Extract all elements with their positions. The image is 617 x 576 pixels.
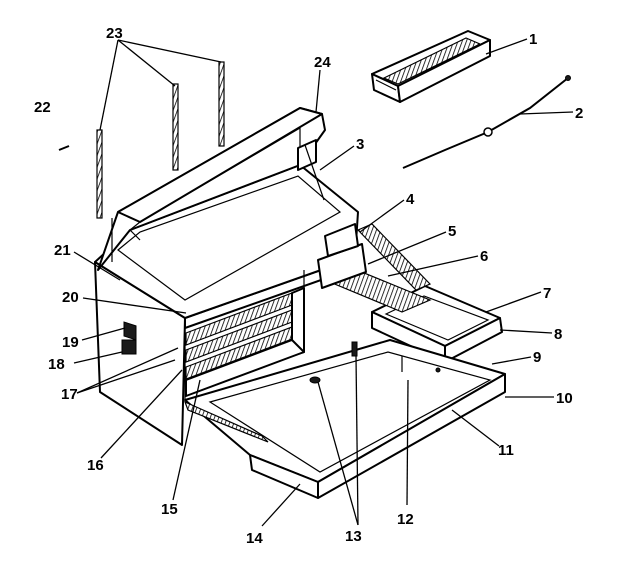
callout-8: 8 (554, 326, 562, 343)
callout-16: 16 (87, 457, 104, 474)
callout-21: 21 (54, 242, 71, 259)
chest-body (94, 164, 359, 446)
hinge-pin (58, 145, 70, 151)
callout-20: 20 (62, 289, 79, 306)
callout-17: 17 (61, 386, 78, 403)
callout-24: 24 (314, 54, 331, 71)
callout-13: 13 (345, 528, 362, 545)
leader-lines (73, 38, 574, 527)
callout-23: 23 (106, 25, 123, 42)
callout-10: 10 (556, 390, 573, 407)
callout-11: 11 (498, 442, 514, 459)
callout-22: 22 (34, 99, 51, 116)
callout-5: 5 (448, 223, 456, 240)
callout-7: 7 (543, 285, 551, 302)
callout-4: 4 (406, 191, 415, 208)
upper-drawer (317, 223, 503, 363)
callout-18: 18 (48, 356, 65, 373)
tote-tray (371, 30, 491, 103)
hinge-strips (96, 61, 225, 219)
callout-14: 14 (246, 530, 263, 547)
callout-12: 12 (397, 511, 414, 528)
lid (97, 107, 326, 271)
callout-9: 9 (533, 349, 541, 366)
callout-19: 19 (62, 334, 79, 351)
bottom-drawer (183, 339, 506, 499)
callout-1: 1 (529, 31, 537, 48)
lid-support-rod (402, 75, 571, 169)
callout-6: 6 (480, 248, 488, 265)
callout-2: 2 (575, 105, 583, 122)
callout-3: 3 (356, 136, 364, 153)
callout-15: 15 (161, 501, 178, 518)
callout-labels: 1 2 3 4 5 6 7 8 9 10 11 12 13 14 15 16 1… (34, 25, 583, 547)
